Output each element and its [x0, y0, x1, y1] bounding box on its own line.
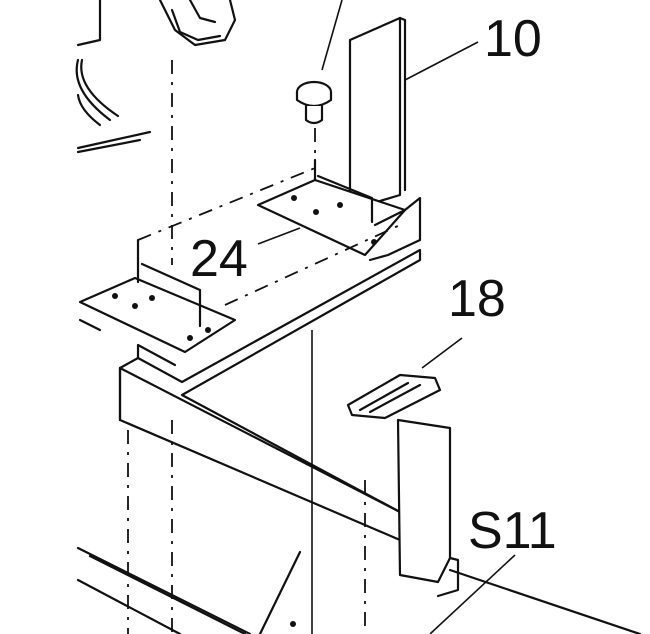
pin-part	[295, 80, 333, 125]
upper-mechanism-fragment	[75, 0, 237, 154]
callout-s11: S11	[468, 502, 557, 560]
upper-bracket	[256, 158, 422, 262]
main-frame	[78, 248, 422, 542]
clip-part-18	[346, 337, 463, 598]
leader-line-24	[257, 227, 301, 245]
hidden-edges	[137, 60, 401, 306]
callout-18: 18	[448, 270, 506, 328]
bottom-rails	[76, 546, 642, 634]
leader-line-10	[321, 0, 479, 81]
lower-bracket	[78, 238, 237, 354]
leader-line-s11	[429, 554, 516, 634]
vertical-plate-10	[348, 16, 407, 212]
callout-10: 10	[484, 10, 542, 68]
callout-24: 24	[190, 230, 248, 288]
